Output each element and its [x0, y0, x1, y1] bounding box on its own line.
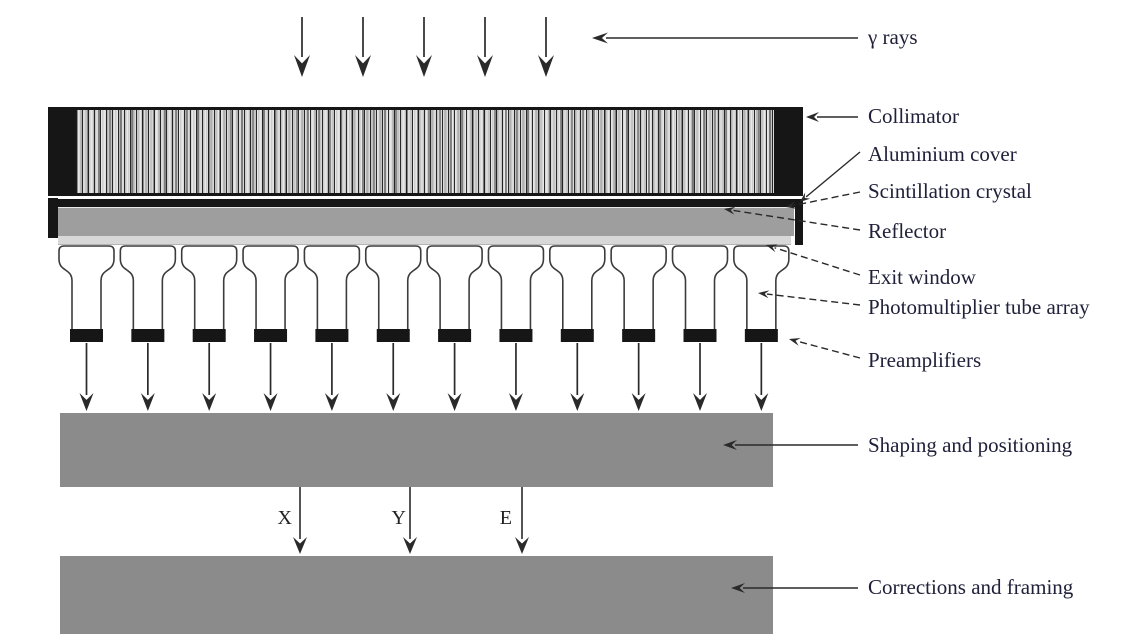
label-photomultiplier-array: Photomultiplier tube array [868, 295, 1090, 319]
photomultiplier-tube-array [58, 245, 790, 411]
pmt-output-arrow [202, 343, 217, 411]
pmt-output-arrow [754, 343, 769, 411]
pmt-output-arrow [263, 343, 278, 411]
label-aluminium-cover: Aluminium cover [868, 142, 1017, 166]
collimator-block [48, 107, 803, 196]
label-reflector: Reflector [868, 219, 947, 243]
exit-window-strip [58, 236, 791, 245]
preamplifier [683, 329, 717, 342]
label-corrections-framing: Corrections and framing [868, 575, 1074, 599]
photomultiplier-tube [610, 245, 667, 342]
signal-arrow-x [293, 487, 307, 554]
gamma-ray-arrow [294, 17, 310, 77]
aluminium-cover-left-edge [48, 198, 58, 238]
label-collimator: Collimator [868, 104, 959, 128]
preamplifier [438, 329, 472, 342]
leader-collimator [806, 112, 858, 122]
gamma-ray-arrow [355, 17, 371, 77]
pmt-output-arrow [693, 343, 707, 411]
photomultiplier-tube [487, 245, 545, 342]
preamplifier [560, 329, 594, 342]
preamplifier [131, 329, 165, 342]
preamplifier [376, 329, 410, 342]
preamplifier [70, 329, 103, 342]
photomultiplier-tube [242, 245, 299, 342]
photomultiplier-tube [426, 245, 483, 342]
shaping-positioning-block [60, 413, 773, 487]
pmt-output-arrow [631, 343, 646, 411]
signal-label-x: X [277, 507, 292, 529]
collimator-right-septum [774, 107, 803, 196]
leader-exit-window [766, 244, 861, 276]
photomultiplier-tube [733, 245, 790, 342]
label-exit-window: Exit window [868, 265, 976, 289]
gamma-ray-arrow [538, 17, 554, 77]
label-gamma-rays: γ rays [868, 25, 918, 49]
preamplifier [254, 329, 288, 342]
aluminium-cover-right-edge [795, 199, 803, 245]
pmt-output-arrow [447, 343, 462, 411]
scintillation-crystal-bar [58, 207, 794, 236]
pmt-output-arrow [140, 343, 155, 411]
preamplifier [744, 329, 778, 342]
gamma-ray-arrow [477, 17, 493, 77]
signal-label-e: E [499, 507, 512, 529]
leader-gamma-rays [592, 32, 858, 44]
pmt-output-arrow [386, 343, 401, 411]
preamplifier [192, 329, 226, 342]
pmt-output-arrow [324, 343, 339, 411]
pmt-output-arrow [570, 343, 585, 411]
photomultiplier-tube [180, 245, 238, 342]
aluminium-cover-strip [57, 199, 803, 207]
photomultiplier-tube [671, 245, 729, 342]
leader-aluminium-cover [800, 151, 861, 202]
gamma-ray-arrows [294, 17, 554, 77]
label-shaping-positioning: Shaping and positioning [868, 433, 1073, 457]
corrections-framing-block [60, 556, 773, 634]
signal-arrow-e [515, 487, 529, 554]
label-scintillation-crystal: Scintillation crystal [868, 179, 1032, 203]
pmt-output-arrow [508, 343, 523, 411]
pmt-output-arrow [79, 343, 94, 411]
photomultiplier-tube [303, 245, 361, 342]
photomultiplier-tube [119, 245, 177, 342]
label-preamplifiers: Preamplifiers [868, 348, 982, 372]
signal-label-y: Y [391, 507, 406, 529]
preamplifier [499, 329, 533, 342]
gamma-ray-arrow [416, 17, 432, 77]
preamplifier [622, 329, 656, 342]
leader-pmt-array [758, 290, 861, 306]
collimator-left-septum [48, 107, 76, 196]
leader-preamplifiers [789, 337, 861, 359]
photomultiplier-tube [58, 245, 115, 342]
collimator-hatch-pattern [76, 110, 774, 193]
photomultiplier-tube [549, 245, 606, 342]
photomultiplier-tube [364, 245, 422, 342]
preamplifier [315, 329, 349, 342]
